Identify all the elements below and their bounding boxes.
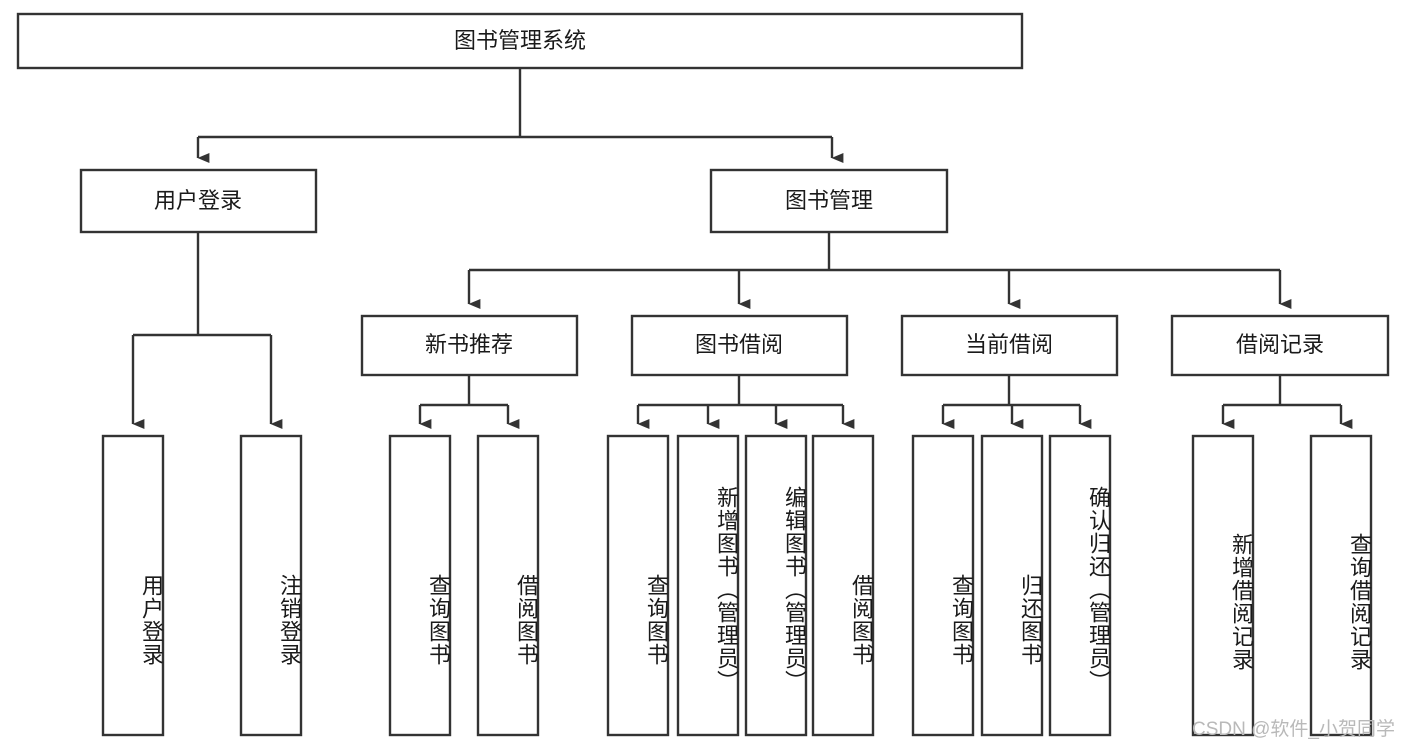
leaf-book-borrow-add[interactable] [676,434,740,737]
leaf-current-borrow-confirm[interactable] [1048,434,1112,737]
connector-newbook-to-leaves [418,375,520,429]
node-book-management[interactable] [709,168,949,234]
leaf-current-borrow-return[interactable] [980,434,1044,737]
csdn-watermark: CSDN @软件_小贺同学 [1192,719,1395,740]
leaf-book-borrow-query[interactable] [606,434,670,737]
leaf-new-book-borrow[interactable] [476,434,540,737]
connector-bookborrow-to-leaves [636,375,855,429]
connector-root-to-level2 [196,68,844,163]
node-borrow-record[interactable] [1170,314,1390,377]
leaf-book-borrow-lend[interactable] [811,434,875,737]
node-book-borrow-label: 图书借阅 [695,332,783,357]
leaf-borrow-record-add[interactable] [1191,434,1255,737]
leaf-book-borrow-edit[interactable] [744,434,808,737]
node-current-borrow-label: 当前借阅 [965,332,1053,357]
connector-borrowrecord-to-leaves [1221,375,1353,429]
connector-bookmgmt-to-level3 [467,232,1292,309]
node-user-login[interactable] [79,168,318,234]
node-new-book-recommend[interactable] [360,314,579,377]
leaf-current-borrow-query[interactable] [911,434,975,737]
node-new-book-recommend-label: 新书推荐 [425,332,513,357]
leaf-new-book-query[interactable] [388,434,452,737]
connector-userlogin-to-leaves [131,232,283,429]
connector-currentborrow-to-leaves [941,375,1092,429]
node-root-book-management-system[interactable] [16,12,1024,70]
node-book-management-label: 图书管理 [785,188,873,213]
node-current-borrow[interactable] [900,314,1119,377]
node-borrow-record-label: 借阅记录 [1236,332,1324,357]
leaf-borrow-record-query[interactable] [1309,434,1373,737]
leaf-user-login-login[interactable] [101,434,165,737]
node-user-login-label: 用户登录 [154,188,242,213]
node-book-borrow[interactable] [630,314,849,377]
leaf-user-login-logout[interactable] [239,434,303,737]
node-root-label: 图书管理系统 [454,28,586,53]
